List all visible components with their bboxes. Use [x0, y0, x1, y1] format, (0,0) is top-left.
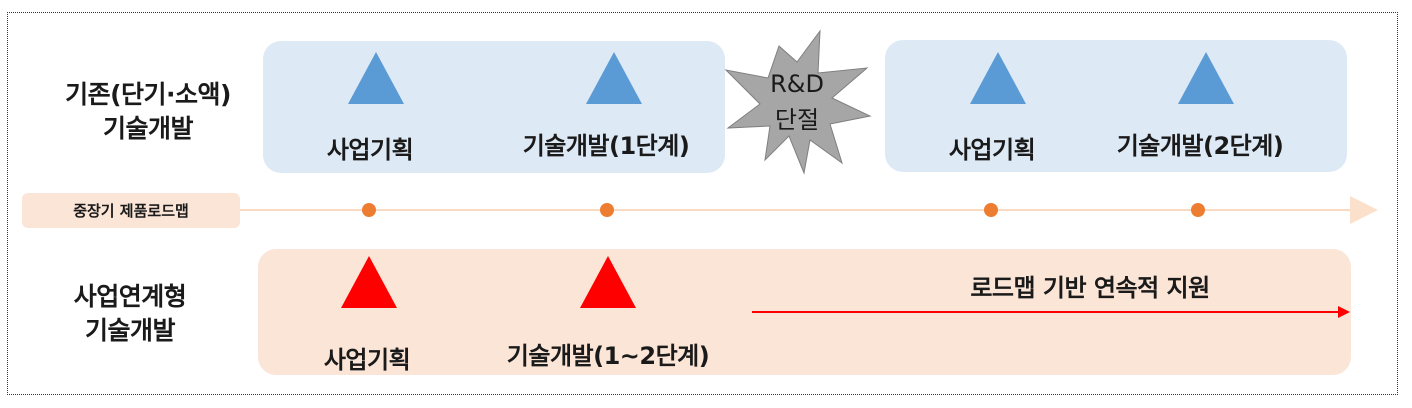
red-triangle-marker: [341, 256, 397, 308]
linked-row-label: 사업연계형 기술개발: [30, 280, 230, 348]
rnd-gap-burst-icon: [724, 29, 872, 175]
existing-step-label: 사업기획: [326, 136, 414, 164]
existing-step-label: 기술개발(1단계): [522, 132, 690, 160]
existing-row-label-line1: 기존(단기·소액): [65, 80, 231, 109]
existing-phase2-box: [885, 40, 1347, 172]
milestone-dot: [984, 203, 998, 217]
blue-triangle-marker: [970, 52, 1026, 104]
rnd-gap-label-line2: 단절: [774, 106, 820, 134]
diagram-frame: [7, 12, 1398, 395]
milestone-dot: [1191, 203, 1205, 217]
milestone-dot: [362, 203, 376, 217]
rnd-gap-label-line1: R&D: [770, 70, 824, 98]
blue-triangle-marker: [1178, 52, 1234, 104]
linked-row-label-line2: 기술개발: [84, 316, 176, 345]
existing-row-label-line2: 기술개발: [102, 114, 194, 143]
milestone-dot: [600, 203, 614, 217]
linked-step-label: 기술개발(1~2단계): [506, 342, 710, 370]
existing-row-label: 기존(단기·소액) 기술개발: [48, 78, 248, 146]
blue-triangle-marker: [348, 52, 404, 104]
existing-phase1-box: [263, 41, 725, 173]
timeline-arrowhead-icon: [1350, 196, 1378, 224]
existing-step-label: 기술개발(2단계): [1116, 132, 1284, 160]
red-triangle-marker: [580, 256, 636, 308]
existing-step-label: 사업기획: [948, 136, 1036, 164]
linked-step-label: 사업기획: [323, 346, 411, 374]
blue-triangle-marker: [586, 52, 642, 104]
continuous-support-label: 로드맵 기반 연속적 지원: [970, 274, 1210, 302]
roadmap-timeline: [240, 209, 1352, 211]
roadmap-tag: 중장기 제품로드맵: [22, 193, 240, 228]
arrowhead-icon: [1338, 306, 1350, 318]
linked-row-label-line1: 사업연계형: [73, 282, 187, 311]
continuous-support-arrow: [752, 311, 1340, 313]
rnd-gap-label: R&D 단절: [722, 66, 872, 138]
